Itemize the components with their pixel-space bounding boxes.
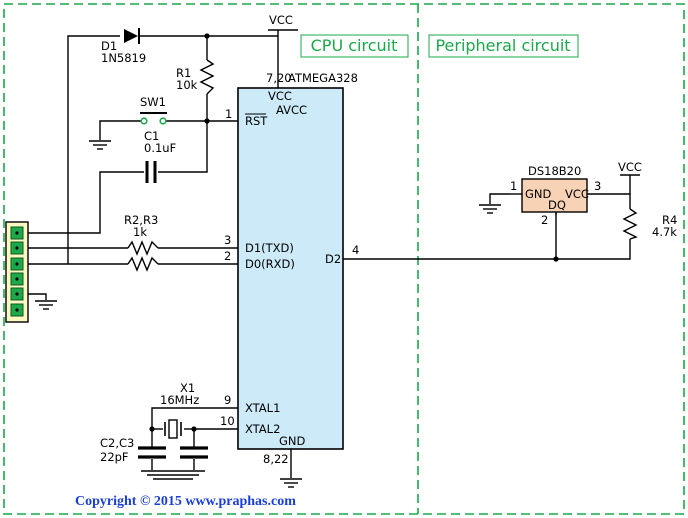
sw1-name: SW1 xyxy=(140,95,166,109)
header-connector xyxy=(5,221,29,323)
sensor-ds18b20: DS18B20 1 GND VCC 3 DQ 2 VCC R4 4.7k xyxy=(510,160,677,240)
capacitors-c2-c3: C2,C3 22pF xyxy=(100,436,208,464)
ground-icon xyxy=(479,193,510,214)
sensor-name: DS18B20 xyxy=(528,164,581,178)
c1-value: 0.1uF xyxy=(144,141,176,155)
connector-pin-dot xyxy=(15,246,19,250)
mcu-pin-txd-num: 3 xyxy=(224,233,231,247)
c1-name: C1 xyxy=(144,129,159,143)
diode-triangle xyxy=(124,29,138,43)
capacitor-c1: C1 0.1uF xyxy=(144,129,176,183)
ground-icon xyxy=(141,470,205,480)
d1-part: 1N5819 xyxy=(101,51,146,65)
sensor-vcc-label: VCC xyxy=(618,160,642,174)
c23-name: C2,C3 xyxy=(100,436,134,450)
x1-name: X1 xyxy=(180,381,195,395)
ground-icon xyxy=(280,478,302,488)
d1-name: D1 xyxy=(101,39,117,53)
mcu-pin-rxd-num: 2 xyxy=(224,249,231,263)
connector-pin-dot xyxy=(15,277,19,281)
cpu-section-label-box xyxy=(300,34,409,58)
ground-symbols xyxy=(35,140,510,488)
mcu-atmega328: ATMEGA328 7,20 VCC AVCC 1 RST 3 D1(TXD) … xyxy=(220,71,359,466)
peripheral-section-label: Peripheral circuit xyxy=(435,36,570,55)
mcu-body xyxy=(237,87,344,450)
junction-dot xyxy=(553,256,559,262)
d2-net-wire xyxy=(343,239,631,260)
sw1-contact-right xyxy=(159,117,167,125)
mcu-pin-rst-num: 1 xyxy=(225,107,232,121)
mcu-name: ATMEGA328 xyxy=(288,71,358,85)
junction-dot xyxy=(191,426,197,432)
cpu-wiring xyxy=(20,29,631,478)
c23-value: 22pF xyxy=(100,450,129,464)
vcc-top-label: VCC xyxy=(269,13,293,27)
mcu-pin-vcc: VCC xyxy=(268,89,292,103)
sensor-pin-vcc: VCC xyxy=(565,187,589,201)
mcu-pin-gnd: GND xyxy=(279,434,306,448)
mcu-pin-d2-num: 4 xyxy=(352,243,359,257)
x1-value: 16MHz xyxy=(160,393,199,407)
sw1-ground-wire xyxy=(99,120,142,140)
r23-value: 1k xyxy=(133,225,147,239)
c1-left-wire xyxy=(20,171,144,234)
connector-pin-dot xyxy=(15,262,19,266)
sensor-pin-dq-num: 2 xyxy=(541,213,548,227)
r4-value: 4.7k xyxy=(652,225,677,239)
sensor-body xyxy=(521,178,588,213)
peripheral-section-label-box xyxy=(428,34,579,58)
junction-dot xyxy=(204,118,210,124)
junction-dot xyxy=(149,426,155,432)
r1-value: 10k xyxy=(176,78,198,92)
resistor-r1: R1 10k xyxy=(176,59,215,95)
mcu-pin-gnd-num: 8,22 xyxy=(263,452,289,466)
r1-zigzag xyxy=(199,59,215,95)
r23-name: R2,R3 xyxy=(124,213,158,227)
mcu-pin-xtal2-num: 10 xyxy=(220,414,235,428)
mcu-pin-rxd: D0(RXD) xyxy=(245,257,295,271)
diode-d1: D1 1N5819 xyxy=(101,28,146,65)
cpu-section-label: CPU circuit xyxy=(311,36,398,55)
c1-right-wire xyxy=(158,169,208,173)
sensor-pin-gnd: GND xyxy=(525,187,552,201)
ground-icon xyxy=(35,300,57,310)
switch-sw1: SW1 xyxy=(140,95,167,125)
section-frames: CPU circuit Peripheral circuit xyxy=(3,3,685,515)
outer-frame xyxy=(3,3,685,515)
connector-pin-dot xyxy=(15,308,19,312)
ground-icon xyxy=(89,140,111,150)
mcu-pin-d2: D2 xyxy=(325,252,341,266)
r4-zigzag xyxy=(622,208,638,240)
mcu-pin-xtal2: XTAL2 xyxy=(245,422,280,436)
r1-name: R1 xyxy=(176,66,191,80)
connector-pin-dot xyxy=(15,231,19,235)
mcu-pin-avcc: AVCC xyxy=(276,103,307,117)
mcu-pin-vcc-num: 7,20 xyxy=(266,71,292,85)
copyright-text: Copyright © 2015 www.praphas.com xyxy=(75,494,296,509)
xtal1-wire xyxy=(151,407,240,424)
crystal-x1: X1 16MHz xyxy=(160,381,199,439)
connector-pin-dot xyxy=(15,292,19,296)
sensor-pin-vcc-num: 3 xyxy=(594,179,601,193)
mcu-pin-xtal1-num: 9 xyxy=(224,393,231,407)
sensor-pin-gnd-num: 1 xyxy=(510,179,517,193)
mcu-pin-xtal1: XTAL1 xyxy=(245,401,280,415)
r4-name: R4 xyxy=(662,213,677,227)
mcu-pin-txd: D1(TXD) xyxy=(245,241,294,255)
mcu-pin-rst: RST xyxy=(245,114,268,128)
resistors-r2-r3: R2,R3 1k xyxy=(124,213,159,272)
junction-dots xyxy=(149,33,559,432)
junction-dot xyxy=(204,33,210,39)
x1-body xyxy=(168,419,178,439)
sensor-pin-dq: DQ xyxy=(548,198,566,212)
r3-zigzag xyxy=(127,256,159,272)
r2-zigzag xyxy=(127,240,159,256)
sw1-contact-left xyxy=(140,117,148,125)
vcc-rail-wire xyxy=(67,35,120,264)
